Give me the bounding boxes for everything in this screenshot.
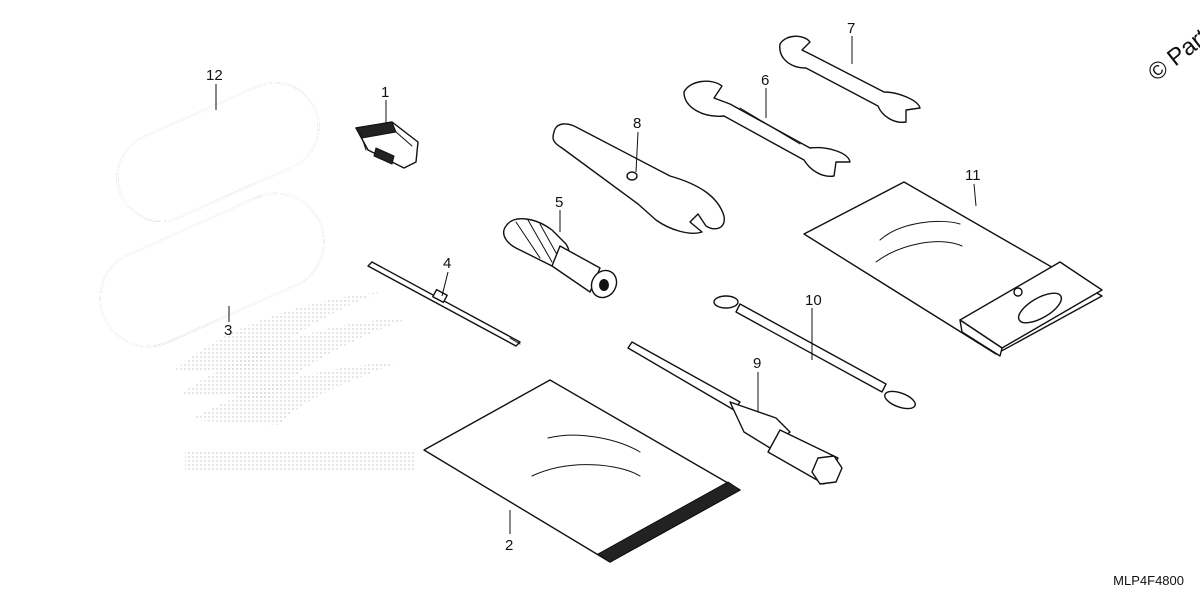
diagram-code: MLP4F4800 <box>1113 573 1184 588</box>
callout-11: 11 <box>965 167 981 184</box>
callout-5: 5 <box>555 194 563 211</box>
part-9-socket-wrench[interactable] <box>627 341 843 485</box>
callout-1: 1 <box>381 84 389 101</box>
part-4-screwdriver-bit[interactable] <box>367 261 521 347</box>
part-3-band[interactable] <box>85 178 340 362</box>
part-2-manual[interactable] <box>423 379 741 563</box>
part-1-clip[interactable] <box>355 121 419 169</box>
callout-4: 4 <box>443 255 451 272</box>
part-7-wrench[interactable] <box>779 35 921 123</box>
part-8-hook-wrench[interactable] <box>552 123 725 234</box>
callout-3: 3 <box>224 322 232 339</box>
callout-9: 9 <box>753 355 761 372</box>
callout-labels: 12 1 3 4 5 6 7 8 11 10 9 2 <box>206 20 981 554</box>
callout-6: 6 <box>761 72 769 89</box>
callout-12: 12 <box>206 67 223 84</box>
callout-2: 2 <box>505 537 513 554</box>
part-12-band[interactable] <box>103 69 332 236</box>
part-10-pin[interactable] <box>713 295 917 412</box>
leader-lines <box>215 36 977 534</box>
part-11-tool-bag[interactable] <box>803 181 1103 357</box>
callout-7: 7 <box>847 20 855 37</box>
callout-10: 10 <box>805 292 822 309</box>
part-6-wrench[interactable] <box>683 80 851 177</box>
background-logo-watermark <box>175 292 415 472</box>
part-5-screwdriver-handle[interactable] <box>502 218 622 302</box>
callout-8: 8 <box>633 115 641 132</box>
